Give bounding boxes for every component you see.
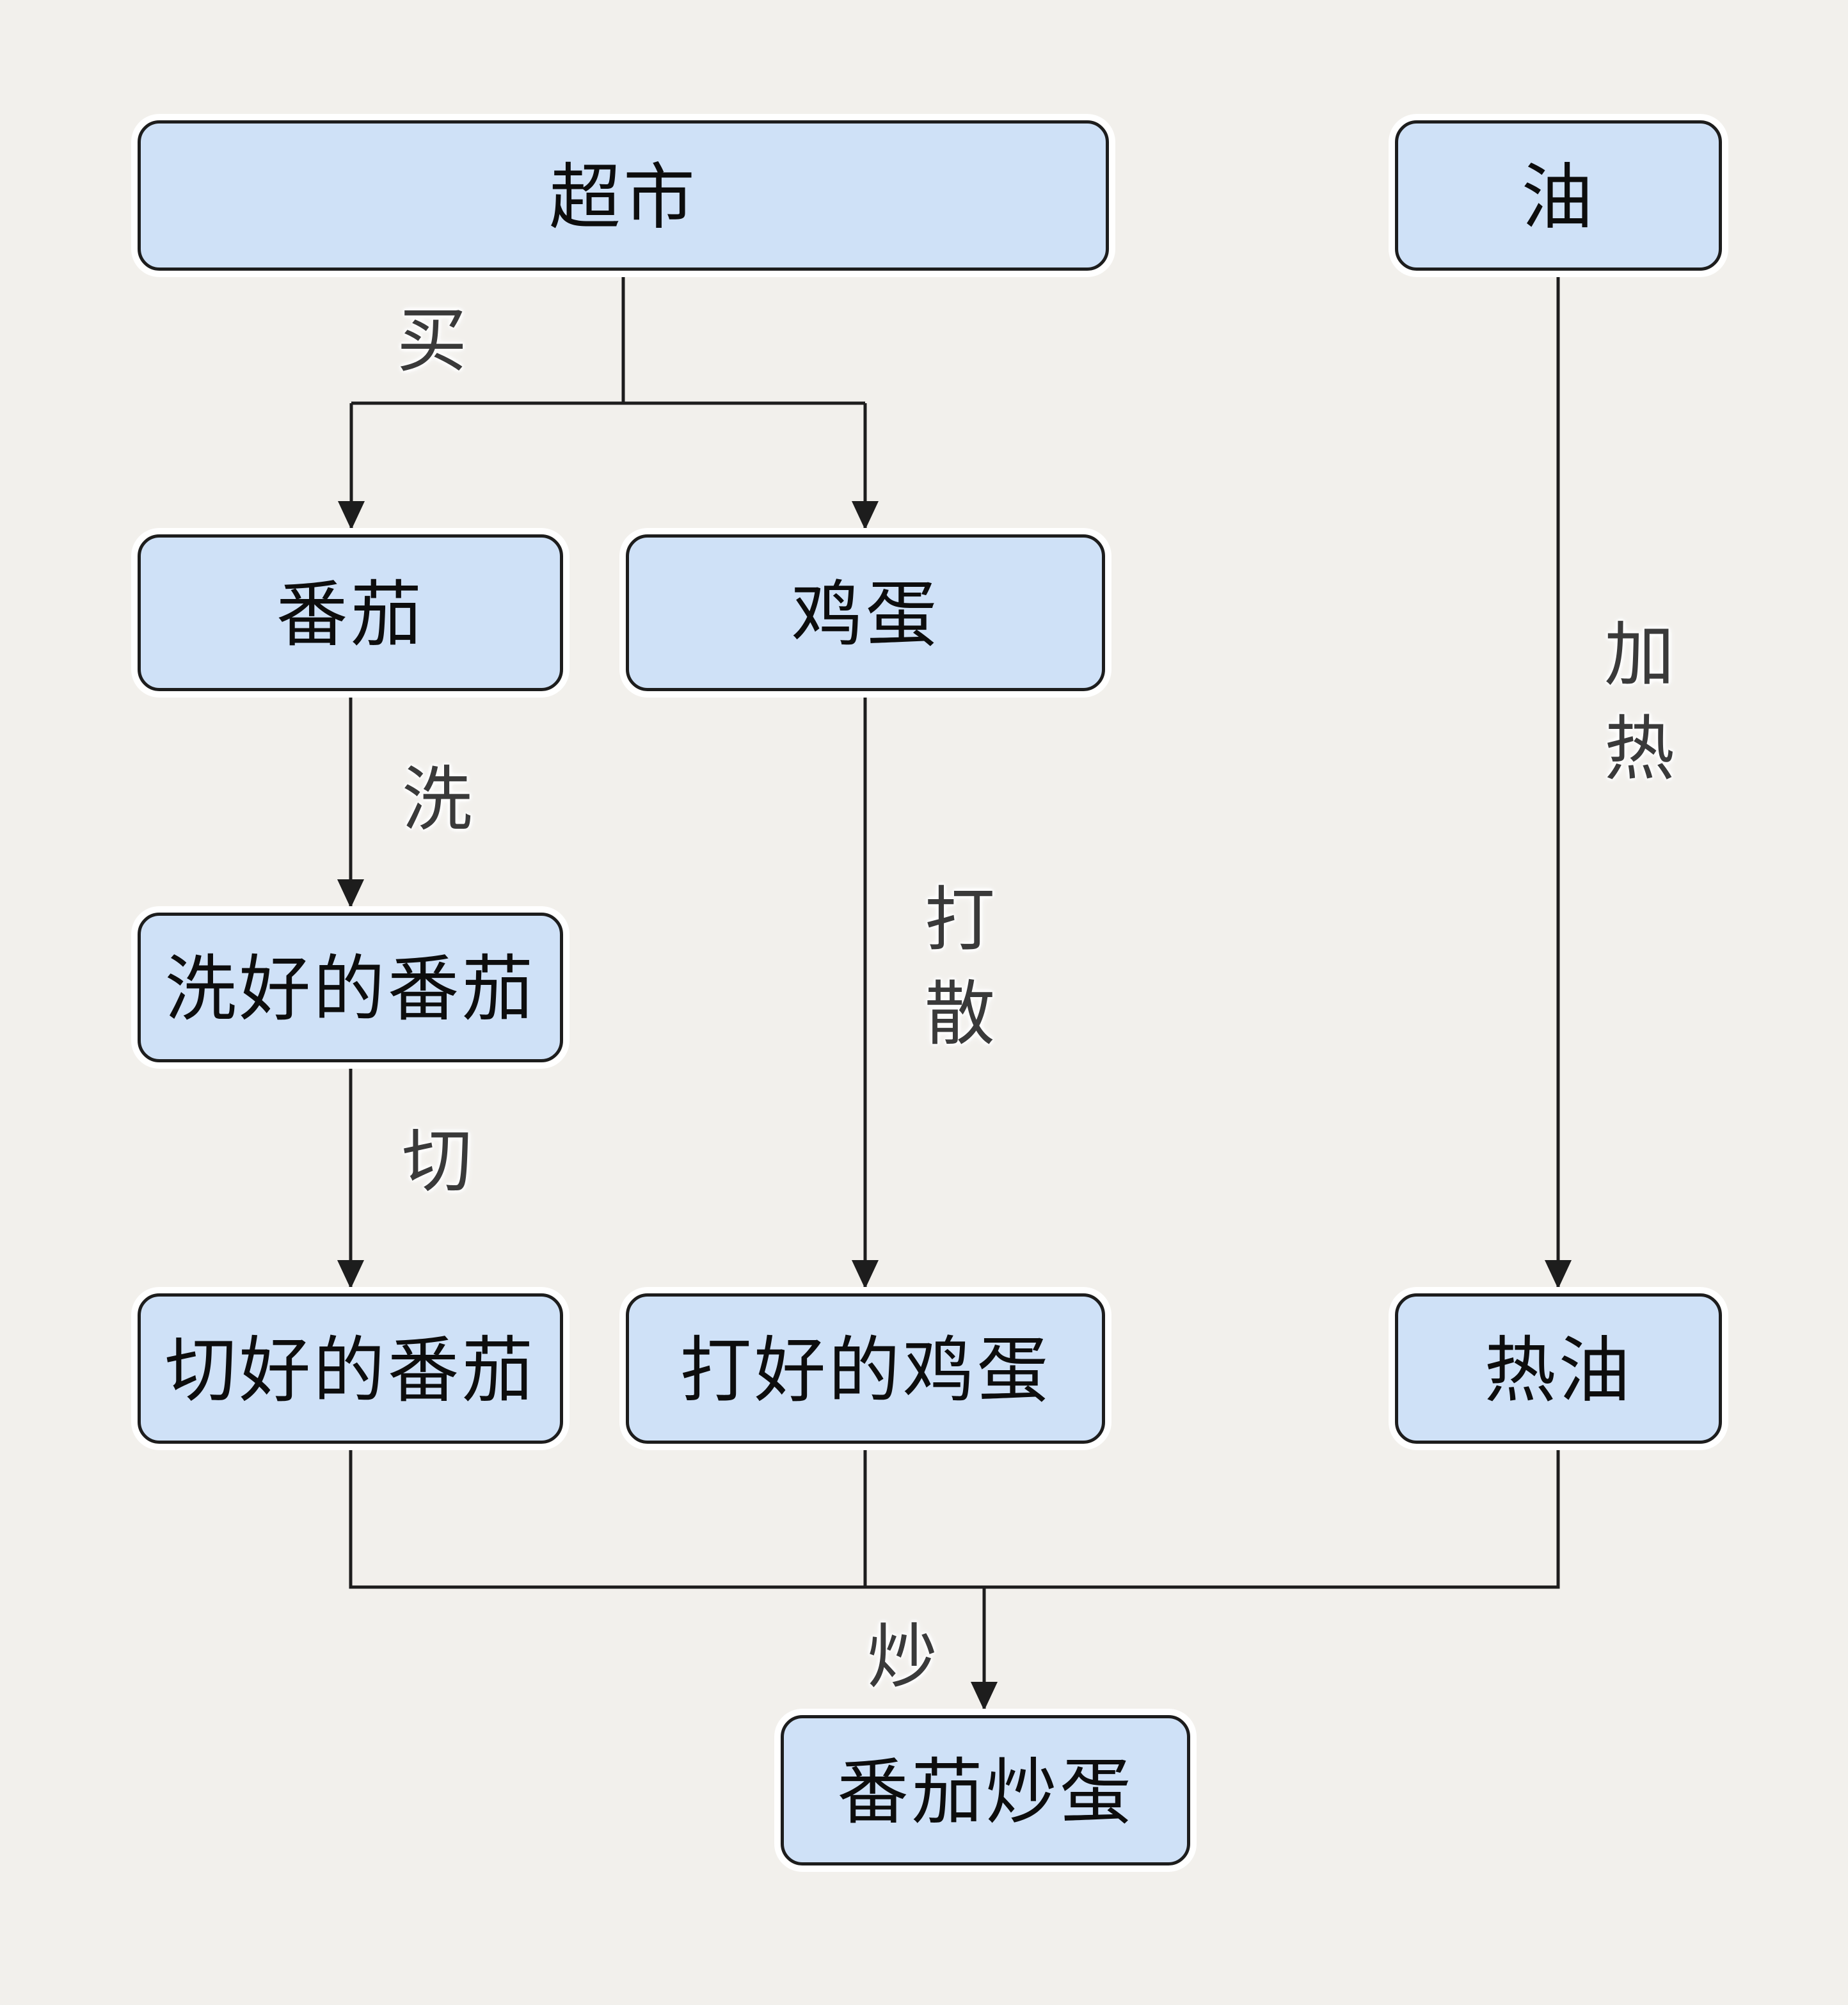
node-beaten-egg: 打好的鸡蛋 bbox=[626, 1293, 1105, 1444]
node-oil: 油 bbox=[1395, 120, 1722, 271]
node-oil-label: 油 bbox=[1521, 156, 1596, 239]
node-tomato-egg-dish-label: 番茄炒蛋 bbox=[837, 1750, 1134, 1834]
node-washed-tomato: 洗好的番茄 bbox=[138, 913, 563, 1062]
node-supermarket: 超市 bbox=[138, 120, 1109, 271]
edge-merge-rail bbox=[349, 1444, 1560, 1589]
node-tomato-label: 番茄 bbox=[276, 573, 425, 657]
edge-label-buy: 买 bbox=[397, 300, 467, 382]
edge-label-beat: 打散 bbox=[925, 879, 995, 1055]
node-beaten-egg-label: 打好的鸡蛋 bbox=[680, 1329, 1051, 1412]
edge-label-stirfry: 炒 bbox=[867, 1616, 937, 1698]
node-egg-label: 鸡蛋 bbox=[791, 573, 940, 657]
node-egg: 鸡蛋 bbox=[626, 534, 1105, 691]
node-hot-oil: 热油 bbox=[1395, 1293, 1722, 1444]
edge-label-wash: 洗 bbox=[402, 758, 472, 841]
edge-label-cut: 切 bbox=[402, 1120, 472, 1202]
edge-supermarket-branch bbox=[351, 274, 865, 405]
node-washed-tomato-label: 洗好的番茄 bbox=[164, 948, 536, 1031]
node-tomato: 番茄 bbox=[138, 534, 563, 691]
node-hot-oil-label: 热油 bbox=[1484, 1329, 1633, 1412]
edge-label-heat: 加热 bbox=[1604, 614, 1675, 790]
node-cut-tomato: 切好的番茄 bbox=[138, 1293, 563, 1444]
node-cut-tomato-label: 切好的番茄 bbox=[164, 1329, 536, 1412]
node-supermarket-label: 超市 bbox=[549, 156, 697, 239]
node-tomato-egg-dish: 番茄炒蛋 bbox=[781, 1715, 1190, 1865]
